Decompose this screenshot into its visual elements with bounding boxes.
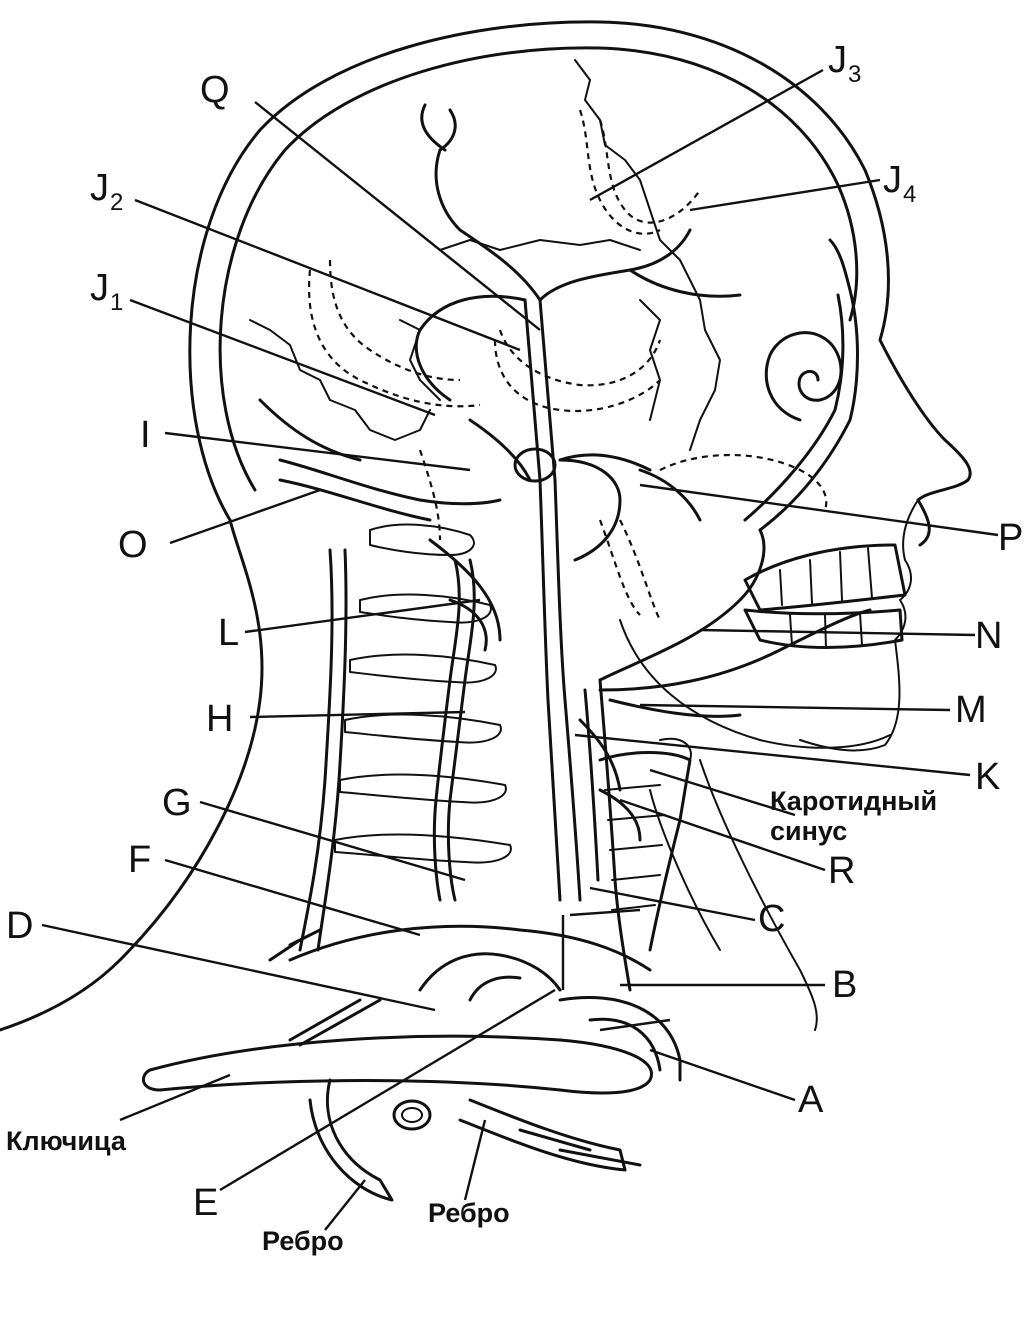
label-A: A [798, 1079, 824, 1121]
leader-N [699, 628, 976, 637]
leader-M [639, 703, 951, 712]
label-N: N [975, 615, 1002, 657]
leader-J2 [134, 198, 521, 352]
word-labels: Каротидный синус Ключица Ребро Ребро [6, 786, 937, 1256]
leader-C [589, 886, 756, 922]
skull-sutures [249, 59, 721, 451]
label-J4: J [883, 159, 902, 201]
leader-D [41, 923, 436, 1012]
label-K: K [975, 756, 1000, 798]
leader-G [199, 800, 466, 882]
label-D: D [6, 905, 33, 947]
leader-R [619, 798, 826, 872]
label-J2-subscript: 2 [110, 189, 123, 216]
leader-P [639, 483, 999, 537]
leader-rib-left [324, 1179, 366, 1231]
label-C: C [758, 898, 785, 940]
label-J4-subscript: 4 [903, 181, 916, 208]
label-E: E [193, 1182, 218, 1224]
leader-J4 [689, 178, 881, 212]
label-clavicle: Ключица [6, 1126, 127, 1156]
leader-J1 [129, 298, 436, 417]
label-J1-subscript: 1 [110, 289, 123, 316]
leader-clavicle [119, 1073, 231, 1122]
leader-K [574, 733, 971, 777]
leader-rib-right [463, 1119, 487, 1201]
label-J1: J [90, 267, 109, 309]
label-carotid-sinus-line2: синус [770, 816, 847, 846]
label-L: L [218, 612, 239, 654]
label-carotid-sinus-line1: Каротидный [770, 786, 937, 816]
leader-E [219, 988, 556, 1192]
leader-L [244, 598, 481, 634]
tick-C2 [569, 908, 641, 917]
label-rib-right: Ребро [428, 1198, 510, 1228]
label-G: G [162, 782, 192, 824]
label-P: P [998, 517, 1023, 559]
label-J2: J [90, 167, 109, 209]
label-R: R [828, 850, 855, 892]
label-rib-left: Ребро [262, 1226, 344, 1256]
leader-H [249, 710, 466, 719]
vessels [258, 103, 872, 1082]
label-J3: J [828, 39, 847, 81]
letter-labels: Q J 2 J 1 I O L H G F D E J 3 J 4 P N M … [6, 39, 1023, 1224]
tick-A [599, 1018, 671, 1032]
leader-lines [41, 68, 999, 1231]
dural-sinuses [308, 109, 828, 621]
clavicle-ribs [142, 1034, 653, 1202]
label-Q: Q [200, 69, 230, 111]
leader-J3 [589, 68, 824, 202]
leader-Q [254, 101, 541, 331]
leader-A [649, 1048, 796, 1102]
label-B: B [832, 964, 857, 1006]
cervical-vertebrae [334, 523, 512, 902]
label-J3-subscript: 3 [848, 61, 861, 88]
leader-I [164, 431, 471, 472]
label-I: I [140, 414, 151, 456]
label-H: H [206, 698, 233, 740]
face-features [619, 331, 919, 752]
label-M: M [955, 689, 987, 731]
leader-carotid-sinus [649, 768, 796, 817]
label-O: O [118, 524, 148, 566]
leader-O [169, 488, 321, 545]
leader-F [164, 858, 421, 937]
label-F: F [128, 839, 151, 881]
